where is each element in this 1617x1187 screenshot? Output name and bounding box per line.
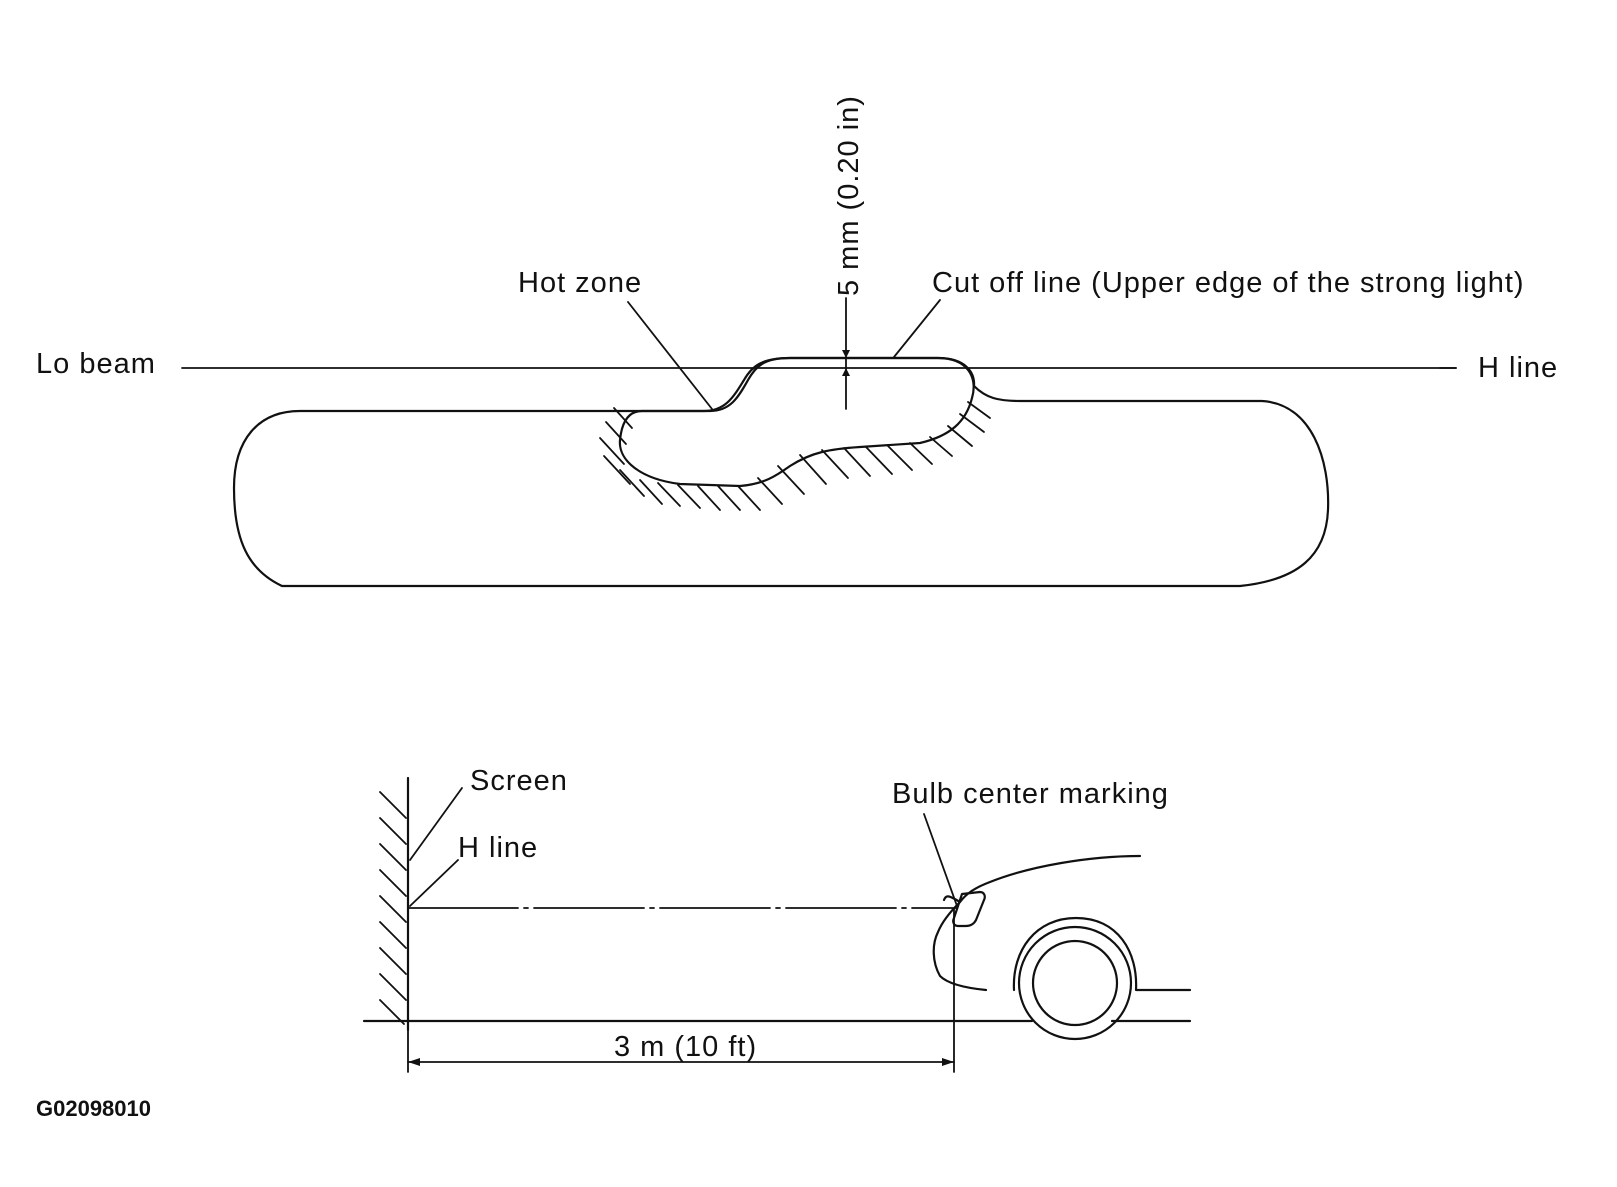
screen-leader — [409, 787, 463, 861]
figure-code: G02098010 — [36, 1096, 151, 1121]
side-view: Screen H line Bulb center marking 3 m (1… — [362, 765, 1192, 1073]
lo-beam-label: Lo beam — [36, 348, 156, 380]
hot-zone-leader — [627, 301, 713, 410]
bulb-center-label: Bulb center marking — [892, 778, 1169, 810]
dimension-label: 5 mm (0.20 in) — [833, 95, 865, 296]
dimension-5mm — [842, 297, 850, 410]
cut-off-label: Cut off line (Upper edge of the strong l… — [932, 267, 1525, 299]
screen-label: Screen — [470, 765, 568, 797]
car — [932, 854, 1192, 1041]
lo-beam-pattern: Lo beam H line Hot zone Cut off line (Up… — [36, 95, 1558, 588]
wheel-arch — [1012, 916, 1192, 992]
distance-label: 3 m (10 ft) — [614, 1031, 757, 1063]
headlamp — [952, 890, 986, 928]
hot-zone — [618, 356, 975, 488]
bulb-leader — [923, 813, 958, 907]
wheel-rim — [1031, 939, 1119, 1027]
hot-zone-label: Hot zone — [518, 267, 642, 299]
h-line-label-top: H line — [1478, 352, 1558, 384]
distance-dimension — [407, 1021, 955, 1073]
car-body — [932, 854, 1142, 992]
hot-zone-hatching — [599, 401, 991, 511]
cut-off-leader — [893, 299, 941, 358]
screen-hatching — [379, 791, 407, 1025]
tire — [1017, 925, 1133, 1041]
h-line-leader — [409, 859, 459, 907]
h-line-label-side: H line — [458, 832, 538, 864]
